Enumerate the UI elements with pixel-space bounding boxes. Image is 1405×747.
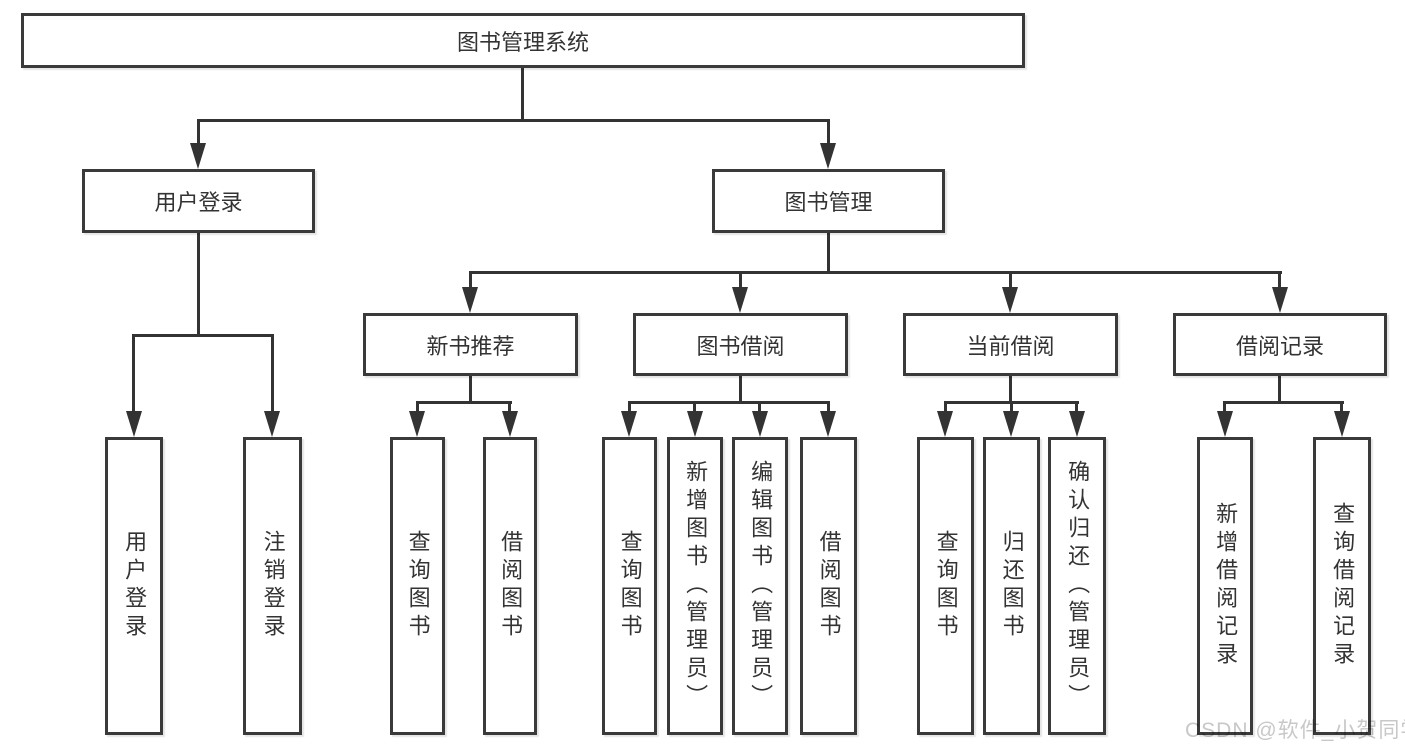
leaf-borrow-books: 借阅图书 — [800, 437, 857, 735]
connector-book-mgmt-drop — [827, 119, 830, 145]
node-book-management: 图书管理 — [712, 169, 945, 233]
connector-drop — [132, 334, 135, 414]
connector-drop — [1010, 401, 1013, 413]
leaf-label: 借阅图书 — [498, 530, 524, 642]
arrow-down-icon — [126, 411, 142, 437]
node-label: 借阅记录 — [1235, 333, 1324, 359]
leaf-query-books-recommend: 查询图书 — [390, 437, 445, 735]
arrow-down-icon — [1069, 411, 1085, 437]
connector-drop — [944, 401, 947, 413]
leaf-label: 确认归还（管理员） — [1065, 460, 1091, 712]
connector-drop — [739, 271, 742, 289]
arrow-down-icon — [502, 411, 518, 437]
connector-drop — [758, 401, 761, 413]
arrow-down-icon — [1334, 411, 1350, 437]
leaf-label: 新增图书（管理员） — [683, 460, 709, 712]
node-current-borrowing: 当前借阅 — [903, 313, 1118, 376]
leaf-label: 查询借阅记录 — [1330, 502, 1356, 670]
connector-stem — [469, 376, 472, 403]
node-label: 用户登录 — [154, 190, 243, 215]
connector-rail — [417, 401, 512, 404]
connector-user-login-drop — [197, 119, 200, 145]
leaf-label: 借阅图书 — [816, 530, 842, 642]
arrow-down-icon — [1272, 287, 1288, 313]
leaf-query-books-borrowing: 查询图书 — [602, 437, 657, 735]
arrow-down-icon — [820, 411, 836, 437]
connector-drop — [508, 401, 511, 413]
leaf-query-books-current: 查询图书 — [917, 437, 974, 735]
node-root-label: 图书管理系统 — [456, 29, 589, 55]
connector-drop — [1278, 271, 1281, 289]
arrow-down-icon — [687, 411, 703, 437]
arrow-down-icon — [1217, 411, 1233, 437]
leaf-label: 归还图书 — [999, 530, 1025, 642]
node-label: 新书推荐 — [426, 333, 515, 359]
arrow-down-icon — [264, 411, 280, 437]
node-label: 图书借阅 — [696, 333, 785, 359]
node-user-login: 用户登录 — [82, 169, 315, 233]
connector-drop — [271, 334, 274, 414]
arrow-down-icon — [820, 143, 836, 169]
arrow-down-icon — [621, 411, 637, 437]
connector-user-login-rail — [133, 334, 274, 337]
leaf-query-borrow-record: 查询借阅记录 — [1313, 437, 1371, 735]
node-label: 图书管理 — [784, 190, 873, 215]
connector-drop — [1340, 401, 1343, 413]
node-new-book-recommend: 新书推荐 — [363, 313, 578, 376]
leaf-add-books-admin: 新增图书（管理员） — [667, 437, 723, 735]
node-root: 图书管理系统 — [21, 13, 1025, 68]
leaf-logout: 注销登录 — [243, 437, 302, 735]
arrow-down-icon — [409, 411, 425, 437]
leaf-label: 查询图书 — [405, 530, 431, 642]
connector-drop — [416, 401, 419, 413]
connector-stem — [1278, 376, 1281, 403]
leaf-add-borrow-record: 新增借阅记录 — [1197, 437, 1253, 735]
connector-drop — [1223, 401, 1226, 413]
connector-rail — [629, 401, 830, 404]
leaf-confirm-return-admin: 确认归还（管理员） — [1048, 437, 1106, 735]
leaf-label: 查询图书 — [933, 530, 959, 642]
arrow-down-icon — [752, 411, 768, 437]
arrow-down-icon — [1002, 287, 1018, 313]
leaf-label: 编辑图书（管理员） — [748, 460, 774, 712]
arrow-down-icon — [1003, 411, 1019, 437]
connector-drop — [1075, 401, 1078, 413]
connector-user-login-stem — [197, 233, 200, 336]
arrow-down-icon — [732, 287, 748, 313]
connector-rail — [1225, 401, 1344, 404]
arrow-down-icon — [190, 143, 206, 169]
leaf-label: 用户登录 — [122, 530, 148, 642]
node-book-borrowing: 图书借阅 — [633, 313, 848, 376]
connector-drop — [469, 271, 472, 289]
leaf-label: 查询图书 — [617, 530, 643, 642]
connector-drop — [628, 401, 631, 413]
leaf-label: 新增借阅记录 — [1213, 502, 1239, 670]
connector-book-mgmt-stem — [827, 233, 830, 273]
leaf-user-login: 用户登录 — [105, 437, 163, 735]
connector-drop — [693, 401, 696, 413]
arrow-down-icon — [462, 287, 478, 313]
leaf-borrow-books-recommend: 借阅图书 — [483, 437, 537, 735]
csdn-watermark: CSDN @软件_小贺同学 — [1185, 719, 1405, 742]
node-borrow-records: 借阅记录 — [1173, 313, 1387, 376]
connector-level2-rail — [198, 119, 830, 122]
leaf-edit-books-admin: 编辑图书（管理员） — [732, 437, 788, 735]
node-label: 当前借阅 — [966, 333, 1055, 359]
leaf-label: 注销登录 — [260, 530, 286, 642]
leaf-return-books: 归还图书 — [983, 437, 1040, 735]
connector-level3-rail — [470, 271, 1282, 274]
connector-drop — [1009, 271, 1012, 289]
connector-drop — [827, 401, 830, 413]
connector-root-stem — [521, 68, 524, 122]
connector-stem — [1009, 376, 1012, 403]
arrow-down-icon — [937, 411, 953, 437]
connector-stem — [739, 376, 742, 403]
